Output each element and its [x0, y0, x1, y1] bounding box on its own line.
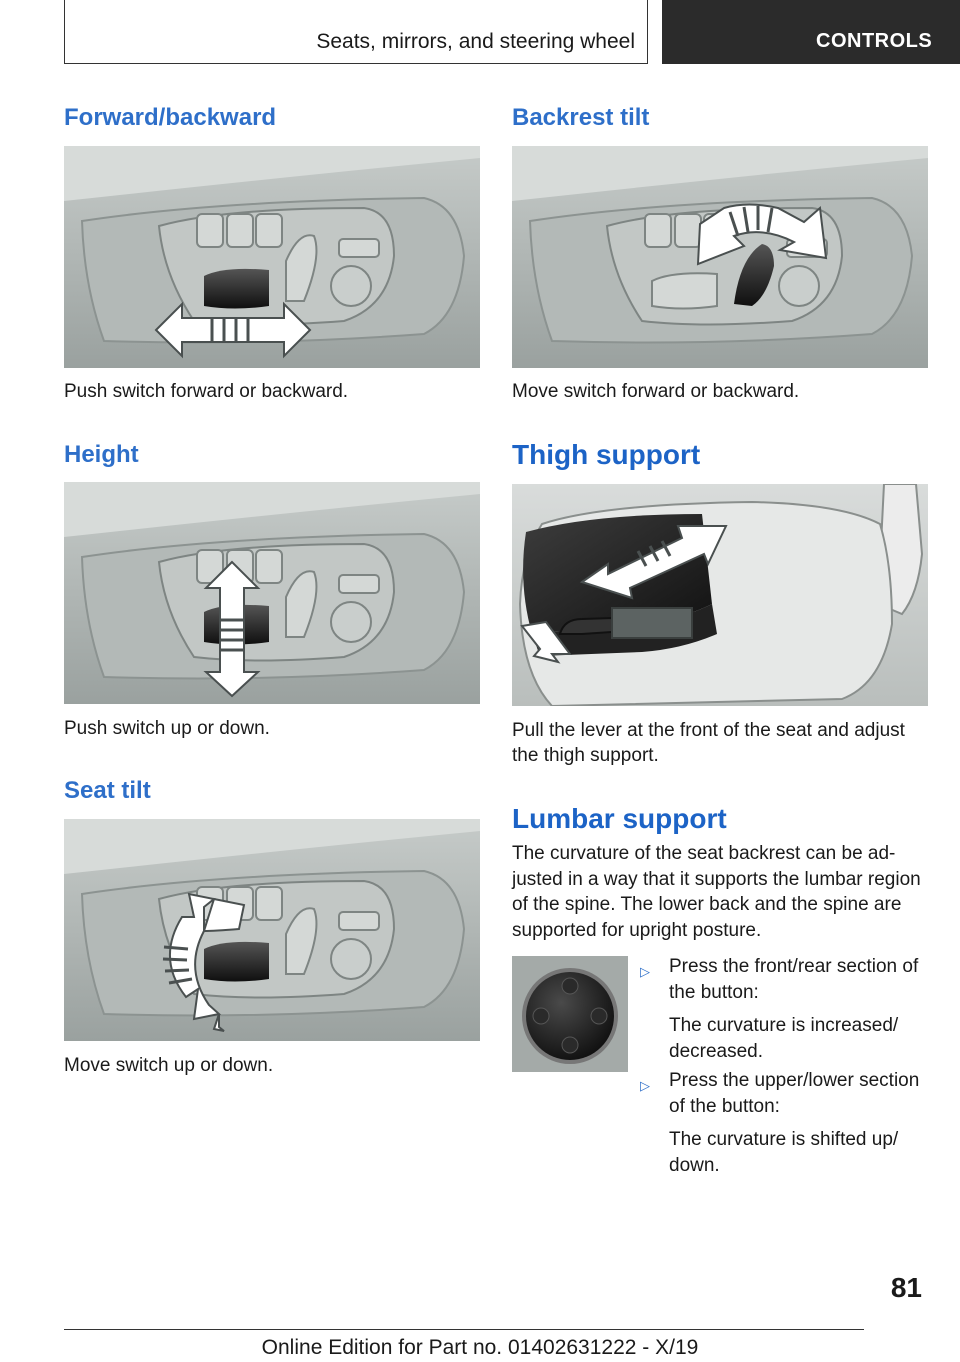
- triangle-right-icon: ▷: [640, 1078, 650, 1093]
- figure-thigh-support: [512, 484, 928, 706]
- bullet-text-line2: of the button:: [669, 1095, 780, 1117]
- heading-forward-backward: Forward/backward: [64, 104, 277, 131]
- caption-thigh-line2: the thigh support.: [512, 745, 659, 766]
- footer-divider: [64, 1329, 864, 1330]
- bullet-text-line1: Press the upper/lower section: [669, 1070, 920, 1091]
- lumbar-paragraph: The curvature of the seat backrest can b…: [512, 841, 928, 943]
- figure-height: [64, 482, 480, 704]
- bullet-text-line1: Press the front/rear section of: [669, 956, 919, 977]
- lumbar-para-line3: of the spine. The lower back and the spi…: [512, 894, 902, 915]
- heading-lumbar-support: Lumbar support: [512, 803, 727, 834]
- page-header: Seats, mirrors, and steering wheel: [64, 0, 648, 64]
- lumbar-para-line1: The curvature of the seat backrest can b…: [512, 843, 896, 864]
- figure-seat-tilt: [64, 819, 480, 1041]
- caption-thigh-support: Pull the lever at the front of the seat …: [512, 718, 905, 768]
- caption-backrest-tilt: Move switch forward or backward.: [512, 381, 800, 402]
- lumbar-para-line2: justed in a way that it supports the lum…: [512, 868, 921, 890]
- bullet-text: Press the upper/lower section of the but…: [669, 1068, 930, 1119]
- bullet-text-line2: the button:: [669, 981, 759, 1003]
- heading-height: Height: [64, 441, 139, 468]
- page-number: 81: [890, 1272, 922, 1303]
- caption-thigh-line1: Pull the lever at the front of the seat …: [512, 720, 905, 741]
- bullet-item: ▷ Press the upper/lower section of the b…: [640, 1068, 930, 1178]
- caption-forward-backward: Push switch forward or backward.: [64, 381, 349, 402]
- figure-lumbar-button: [512, 956, 628, 1072]
- bullet-result-line2: down.: [669, 1154, 720, 1176]
- bullet-item: ▷ Press the front/rear section of the bu…: [640, 954, 930, 1064]
- heading-thigh-support: Thigh support: [512, 439, 701, 470]
- caption-seat-tilt: Move switch up or down.: [64, 1055, 274, 1076]
- heading-seat-tilt: Seat tilt: [64, 777, 151, 804]
- section-title: Seats, mirrors, and steering wheel: [316, 30, 635, 53]
- bullet-result-line2: decreased.: [669, 1040, 764, 1062]
- bullet-text: Press the front/rear section of the butt…: [669, 954, 930, 1005]
- triangle-right-icon: ▷: [640, 964, 650, 979]
- figure-forward-backward: [64, 146, 480, 368]
- bullet-result-line1: The curvature is increased/: [669, 1015, 899, 1036]
- chapter-tab-label: CONTROLS: [816, 30, 933, 52]
- heading-backrest-tilt: Backrest tilt: [512, 104, 650, 131]
- bullet-result-line1: The curvature is shifted up/: [669, 1129, 899, 1150]
- bullet-result: The curvature is shifted up/ down.: [669, 1127, 930, 1178]
- caption-height: Push switch up or down.: [64, 718, 270, 739]
- lumbar-para-line4: supported for upright posture.: [512, 919, 762, 941]
- chapter-tab: CONTROLS: [662, 0, 960, 64]
- footer-edition: Online Edition for Part no. 01402631222 …: [261, 1336, 699, 1359]
- bullet-result: The curvature is increased/ decreased.: [669, 1013, 930, 1064]
- figure-backrest-tilt: [512, 146, 928, 368]
